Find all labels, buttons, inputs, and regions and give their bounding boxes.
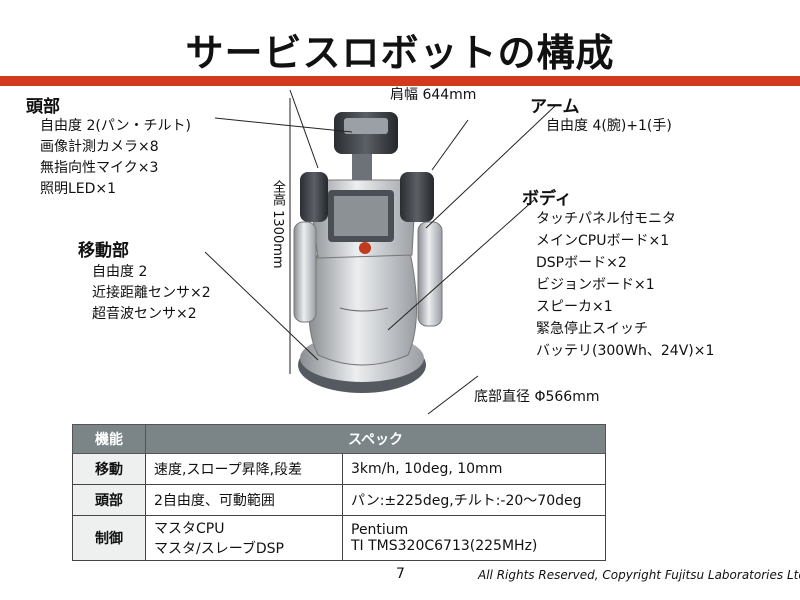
mobile-item: 自由度 2: [92, 264, 148, 280]
body-items: タッチパネル付モニタ メインCPUボード×1 DSPボード×2 ビジョンボード×…: [536, 208, 714, 362]
mobile-heading: 移動部: [78, 241, 129, 261]
title-divider: [0, 76, 800, 86]
head-item: 照明LED×1: [40, 181, 117, 197]
row-spec-line: パン:±225deg,チルト:-20〜70deg: [351, 493, 582, 509]
body-item: タッチパネル付モニタ: [536, 211, 676, 227]
arm-heading: アーム: [530, 97, 580, 117]
body-item: バッテリ(300Wh、24V)×1: [536, 343, 715, 359]
table-row: 制御 マスタCPU マスタ/スレーブDSP Pentium TI TMS320C…: [72, 515, 606, 561]
row-desc: 2自由度、可動範囲: [145, 484, 343, 516]
row-desc: 速度,スロープ昇降,段差: [145, 453, 343, 485]
head-item: 自由度 2(パン・チルト): [40, 118, 191, 134]
mobile-item: 超音波センサ×2: [92, 306, 197, 322]
base-diameter-label: 底部直径 Φ566mm: [474, 389, 600, 405]
header-spec: スペック: [145, 424, 606, 454]
row-function: 頭部: [72, 484, 146, 516]
body-item: ビジョンボード×1: [536, 277, 655, 293]
head-item: 画像計測カメラ×8: [40, 139, 159, 155]
head-heading: 頭部: [26, 97, 60, 117]
head-items: 自由度 2(パン・チルト) 画像計測カメラ×8 無指向性マイク×3 照明LED×…: [40, 116, 191, 200]
shoulder-width-label: 肩幅 644mm: [390, 87, 477, 103]
row-function: 移動: [72, 453, 146, 485]
row-desc-line: 2自由度、可動範囲: [154, 493, 275, 509]
header-function: 機能: [72, 424, 146, 454]
row-spec: パン:±225deg,チルト:-20〜70deg: [342, 484, 606, 516]
robot-right-arm: [417, 221, 443, 327]
row-desc: マスタCPU マスタ/スレーブDSP: [145, 515, 343, 561]
row-desc-line: 速度,スロープ昇降,段差: [154, 462, 303, 478]
body-item: メインCPUボード×1: [536, 233, 670, 249]
row-spec-line: Pentium: [351, 522, 409, 538]
slide-title: サービスロボットの構成: [185, 31, 615, 75]
body-item: DSPボード×2: [536, 255, 627, 271]
row-desc-line: マスタCPU: [154, 521, 225, 537]
row-spec: Pentium TI TMS320C6713(225MHz): [342, 515, 606, 561]
robot-body: [308, 251, 418, 366]
table-header-row: 機能 スペック: [72, 424, 606, 454]
emergency-stop: [359, 242, 371, 254]
row-desc-line: マスタ/スレーブDSP: [154, 541, 284, 557]
mobile-items: 自由度 2 近接距離センサ×2 超音波センサ×2: [92, 262, 211, 325]
body-item: スピーカ×1: [536, 299, 613, 315]
row-spec: 3km/h, 10deg, 10mm: [342, 453, 606, 485]
head-item: 無指向性マイク×3: [40, 160, 159, 176]
spec-table: 機能 スペック 移動 速度,スロープ昇降,段差 3km/h, 10deg, 10…: [72, 424, 606, 561]
height-label: 全高 1300mm: [270, 180, 285, 269]
row-function: 制御: [72, 515, 146, 561]
copyright-notice: All Rights Reserved, Copyright Fujitsu L…: [478, 568, 800, 582]
body-item: 緊急停止スイッチ: [536, 321, 648, 337]
arm-item: 自由度 4(腕)+1(手): [546, 118, 672, 134]
table-row: 頭部 2自由度、可動範囲 パン:±225deg,チルト:-20〜70deg: [72, 484, 606, 516]
row-spec-line: TI TMS320C6713(225MHz): [351, 538, 538, 554]
table-row: 移動 速度,スロープ昇降,段差 3km/h, 10deg, 10mm: [72, 453, 606, 485]
page-number: 7: [396, 566, 405, 582]
mobile-item: 近接距離センサ×2: [92, 285, 211, 301]
row-spec-line: 3km/h, 10deg, 10mm: [351, 461, 503, 477]
body-heading: ボディ: [522, 189, 572, 209]
arm-items: 自由度 4(腕)+1(手): [546, 116, 672, 137]
robot-left-arm: [293, 221, 317, 323]
